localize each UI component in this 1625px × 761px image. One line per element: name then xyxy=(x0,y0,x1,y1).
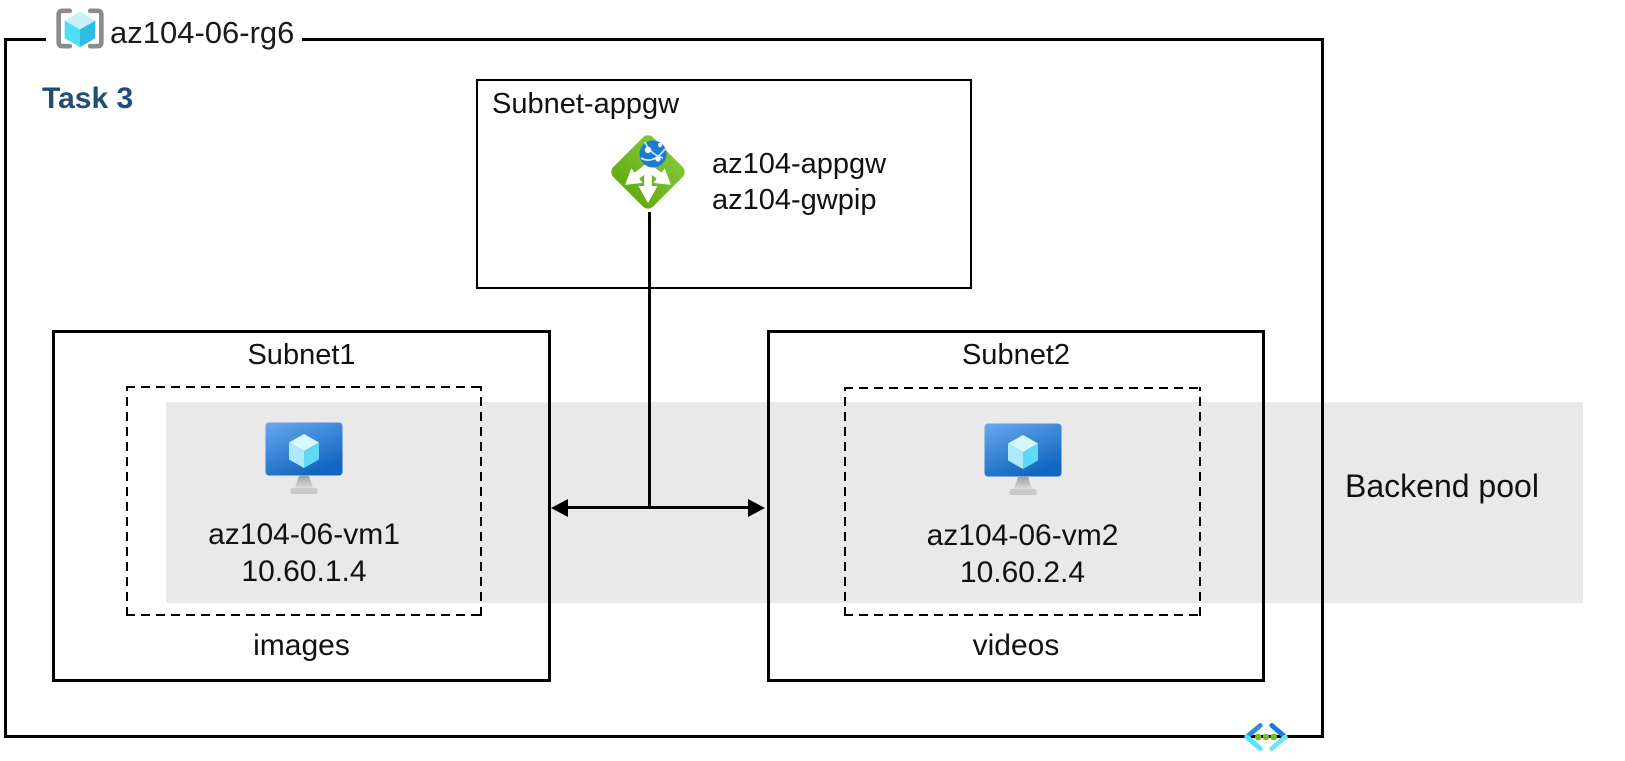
subnet2-vm-group: az104-06-vm2 10.60.2.4 xyxy=(844,387,1201,616)
subnet1-title: Subnet1 xyxy=(247,339,356,371)
resource-group-border-gap xyxy=(46,35,302,45)
subnet1-storage-label: images xyxy=(253,629,350,662)
virtual-network-icon xyxy=(1240,719,1292,755)
resource-group-box xyxy=(4,38,1324,738)
subnet2-title: Subnet2 xyxy=(961,339,1071,371)
subnet-link-line xyxy=(558,506,756,509)
task-label: Task 3 xyxy=(42,82,134,115)
vm2-name: az104-06-vm2 xyxy=(926,519,1119,552)
backend-pool-label: Backend pool xyxy=(1345,468,1539,504)
gateway-public-ip-name: az104-gwpip xyxy=(712,184,877,216)
arrowhead-right-icon xyxy=(748,499,765,517)
subnet2-box: Subnet2 az104-06-vm2 10.60.2.4 videos xyxy=(767,330,1265,682)
arrowhead-left-icon xyxy=(551,499,568,517)
resource-group-icon xyxy=(54,6,106,51)
subnet-appgw-box: Subnet-appgw xyxy=(476,79,972,289)
subnet1-vm-group: az104-06-vm1 10.60.1.4 xyxy=(126,386,482,616)
vm1-name: az104-06-vm1 xyxy=(208,518,400,551)
subnet2-storage-label: videos xyxy=(972,629,1060,662)
resource-group-name: az104-06-rg6 xyxy=(110,15,295,50)
virtual-machine-icon xyxy=(264,421,344,497)
virtual-machine-icon xyxy=(983,422,1063,498)
application-gateway-labels: az104-appgw az104-gwpip xyxy=(712,146,886,218)
vm1-ip: 10.60.1.4 xyxy=(241,555,367,588)
subnet-appgw-title: Subnet-appgw xyxy=(492,88,680,120)
appgw-connector-line xyxy=(648,212,651,509)
application-gateway-name: az104-appgw xyxy=(712,148,887,180)
subnet1-box: Subnet1 az104-06-vm1 10.60.1.4 images xyxy=(52,330,551,682)
application-gateway-icon xyxy=(603,127,693,217)
vm2-ip: 10.60.2.4 xyxy=(959,556,1086,589)
